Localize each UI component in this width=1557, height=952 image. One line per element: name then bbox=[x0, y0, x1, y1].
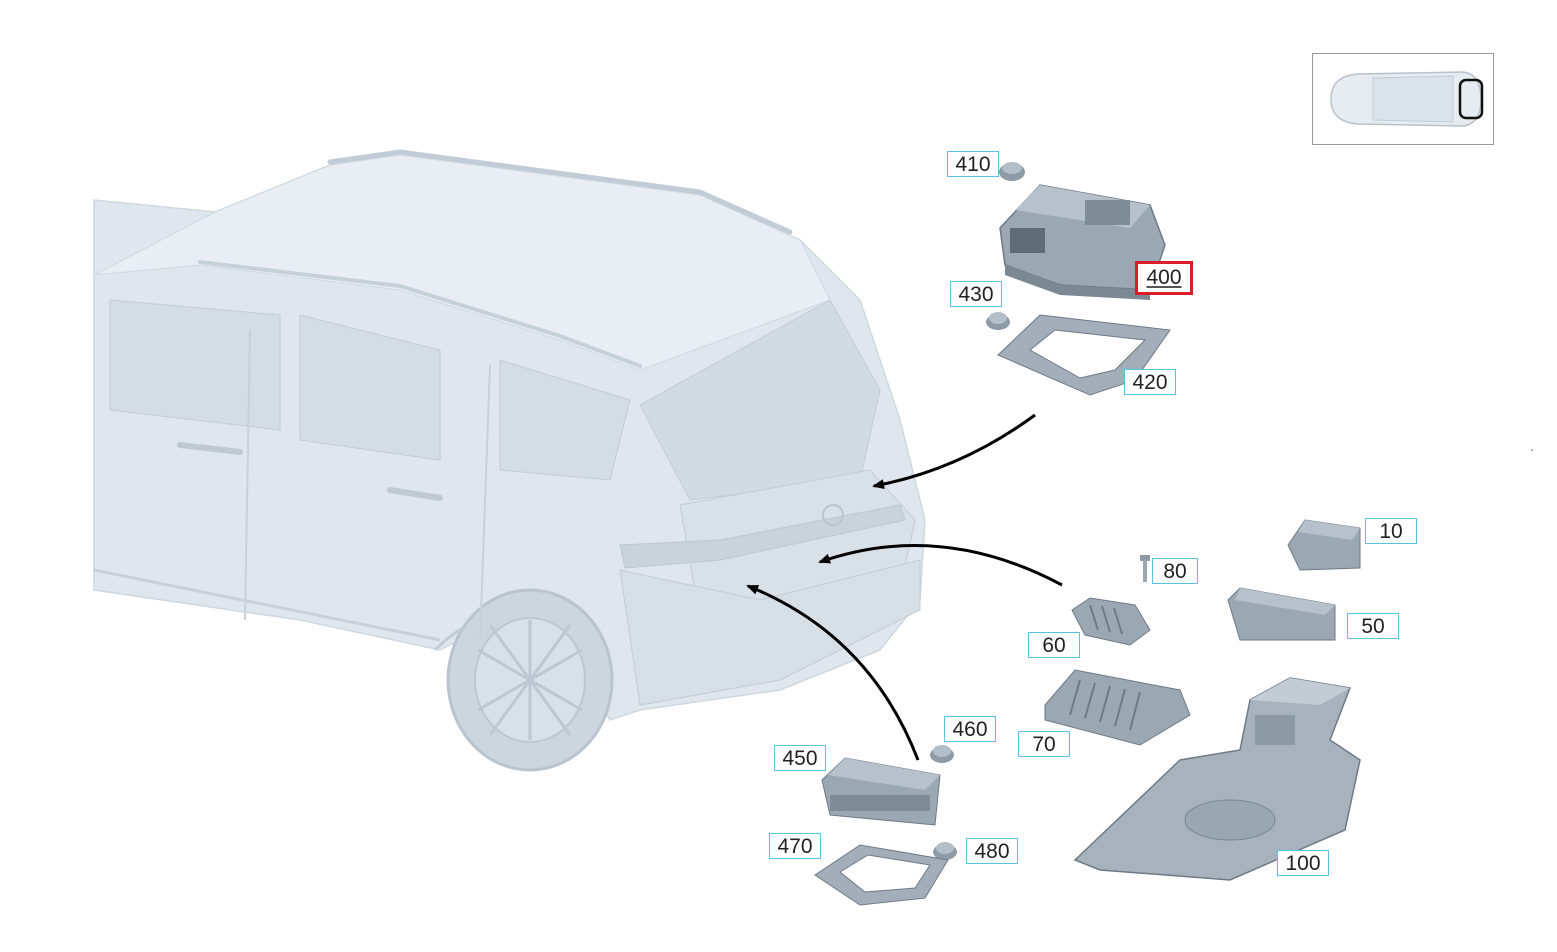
pointer-arrows bbox=[746, 413, 1063, 761]
callout-label: 10 bbox=[1379, 520, 1403, 543]
door-handle-1 bbox=[177, 442, 243, 455]
roof-rail bbox=[327, 149, 793, 235]
arrow-450-to-vehicle bbox=[746, 584, 920, 761]
callout-label: 100 bbox=[1285, 852, 1321, 875]
part-480-nut bbox=[933, 842, 957, 860]
door-line-2 bbox=[479, 364, 491, 641]
callout-label: 50 bbox=[1361, 615, 1385, 638]
callout-480[interactable]: 480 bbox=[966, 838, 1018, 864]
callout-400-selected[interactable]: 400 bbox=[1135, 261, 1193, 295]
vehicle-illustration bbox=[93, 149, 926, 772]
door-line bbox=[244, 329, 251, 621]
callout-label: 430 bbox=[958, 283, 994, 306]
stray-dot bbox=[1531, 449, 1533, 451]
locator-thumbnail bbox=[1312, 53, 1494, 145]
callout-label: 450 bbox=[782, 747, 818, 770]
arrow-60-to-vehicle bbox=[818, 544, 1063, 587]
callout-80[interactable]: 80 bbox=[1152, 558, 1198, 584]
part-100-tray bbox=[1073, 677, 1361, 881]
callout-label: 60 bbox=[1042, 634, 1066, 657]
locator-highlight bbox=[1458, 78, 1484, 120]
rear-window bbox=[639, 299, 881, 501]
part-410-nut bbox=[999, 162, 1025, 181]
side-window-front bbox=[109, 299, 281, 431]
callout-100[interactable]: 100 bbox=[1277, 850, 1329, 876]
callout-50[interactable]: 50 bbox=[1347, 613, 1399, 639]
arrow-400-to-vehicle bbox=[872, 413, 1036, 490]
part-450-module bbox=[821, 757, 941, 826]
callout-70[interactable]: 70 bbox=[1018, 731, 1070, 757]
callout-label: 480 bbox=[974, 840, 1010, 863]
part-60-amplifier bbox=[1071, 597, 1151, 646]
door-handle-2 bbox=[387, 487, 443, 501]
callout-label: 420 bbox=[1132, 371, 1168, 394]
part-400-control-unit bbox=[999, 184, 1166, 300]
tail-light-strip bbox=[619, 504, 906, 569]
callout-410[interactable]: 410 bbox=[947, 151, 999, 177]
callout-60[interactable]: 60 bbox=[1028, 632, 1080, 658]
callout-label: 470 bbox=[777, 835, 813, 858]
vehicle-roof bbox=[93, 154, 831, 371]
callout-label: 400 bbox=[1146, 266, 1182, 289]
callout-label: 410 bbox=[955, 153, 991, 176]
part-430-nut bbox=[986, 312, 1010, 330]
callout-450[interactable]: 450 bbox=[774, 745, 826, 771]
callout-label: 70 bbox=[1032, 733, 1056, 756]
rear-bumper bbox=[619, 559, 921, 706]
callout-460[interactable]: 460 bbox=[944, 716, 996, 742]
part-10-module bbox=[1287, 519, 1361, 571]
callout-430[interactable]: 430 bbox=[950, 281, 1002, 307]
rear-emblem bbox=[822, 504, 844, 526]
part-470-bracket bbox=[814, 844, 949, 906]
part-70-amplifier bbox=[1044, 669, 1191, 746]
callout-label: 460 bbox=[952, 718, 988, 741]
roof-rail-2 bbox=[198, 260, 642, 368]
locator-car-icon bbox=[1330, 71, 1484, 127]
callout-470[interactable]: 470 bbox=[769, 833, 821, 859]
callout-label: 80 bbox=[1163, 560, 1187, 583]
side-window-rear bbox=[499, 359, 631, 481]
part-460-nut bbox=[930, 745, 954, 763]
wheel-spokes bbox=[477, 620, 583, 740]
side-window-mid bbox=[299, 314, 441, 461]
part-80-screw bbox=[1140, 555, 1150, 582]
callout-10[interactable]: 10 bbox=[1365, 518, 1417, 544]
part-50-module bbox=[1227, 587, 1336, 641]
lower-sill bbox=[93, 568, 441, 642]
callout-420[interactable]: 420 bbox=[1124, 369, 1176, 395]
